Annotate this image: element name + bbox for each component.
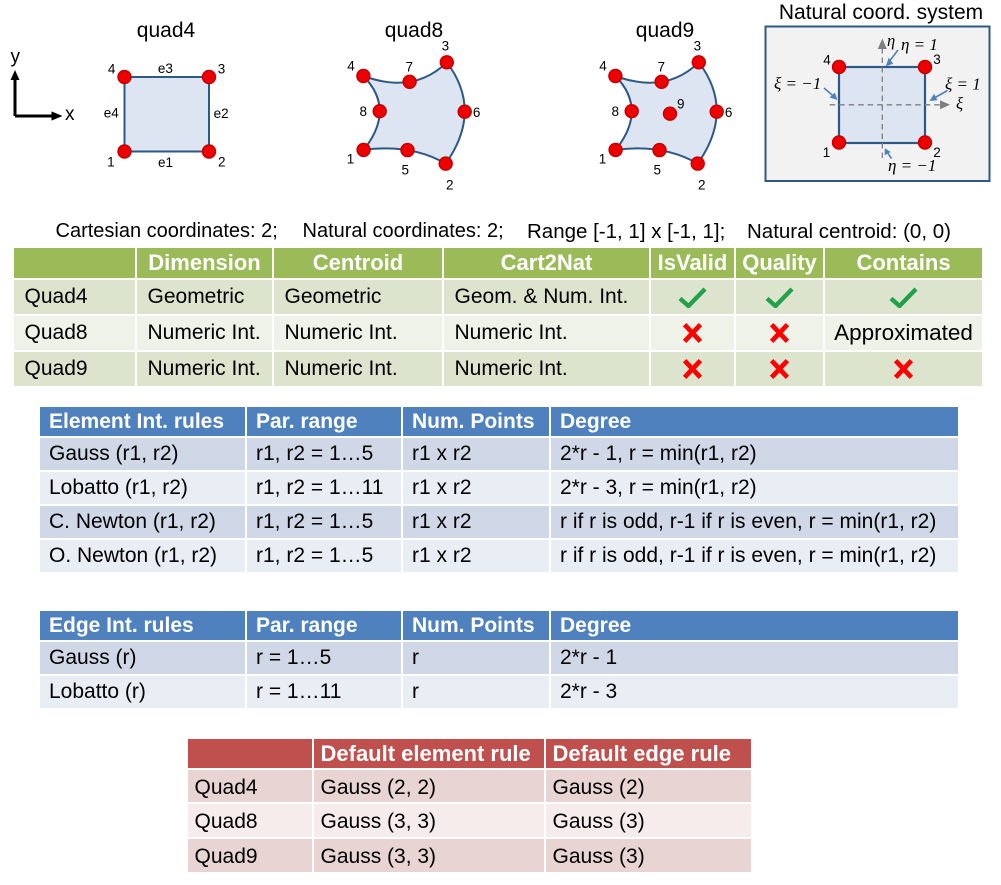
svg-text:7: 7 [406,59,414,74]
svg-text:η = −1: η = −1 [888,156,936,175]
svg-text:5: 5 [402,163,410,178]
svg-text:2: 2 [933,145,941,160]
svg-text:2: 2 [698,178,706,193]
svg-text:6: 6 [725,105,733,120]
svg-text:e3: e3 [158,61,173,76]
svg-text:4: 4 [108,61,116,76]
svg-text:3: 3 [933,52,941,67]
svg-text:5: 5 [654,163,662,178]
svg-text:y: y [11,47,21,68]
svg-text:4: 4 [823,52,831,67]
svg-text:4: 4 [599,58,607,73]
svg-text:ξ = 1: ξ = 1 [945,75,981,94]
svg-text:7: 7 [658,59,666,74]
svg-text:quad4: quad4 [137,19,196,42]
svg-text:e4: e4 [104,105,120,120]
svg-text:1: 1 [599,151,607,166]
svg-text:η: η [887,31,895,50]
svg-text:η = 1: η = 1 [901,35,938,54]
svg-text:3: 3 [218,62,226,77]
svg-text:2: 2 [218,155,226,170]
svg-text:ξ: ξ [956,94,964,113]
svg-text:3: 3 [694,39,702,54]
svg-text:9: 9 [677,96,685,111]
svg-text:1: 1 [347,151,355,166]
svg-text:ξ = −1: ξ = −1 [774,74,821,93]
svg-text:Natural coord. system: Natural coord. system [779,1,983,24]
svg-text:1: 1 [107,155,115,170]
svg-text:3: 3 [442,39,450,54]
svg-text:1: 1 [823,145,831,160]
svg-text:e1: e1 [158,155,173,170]
svg-text:quad9: quad9 [636,19,694,42]
svg-text:4: 4 [347,58,355,73]
svg-text:2: 2 [446,178,454,193]
svg-text:8: 8 [359,104,367,119]
svg-text:e2: e2 [214,106,229,121]
svg-text:8: 8 [611,104,619,119]
svg-text:6: 6 [473,105,481,120]
svg-text:x: x [65,104,75,125]
svg-text:quad8: quad8 [385,19,443,42]
